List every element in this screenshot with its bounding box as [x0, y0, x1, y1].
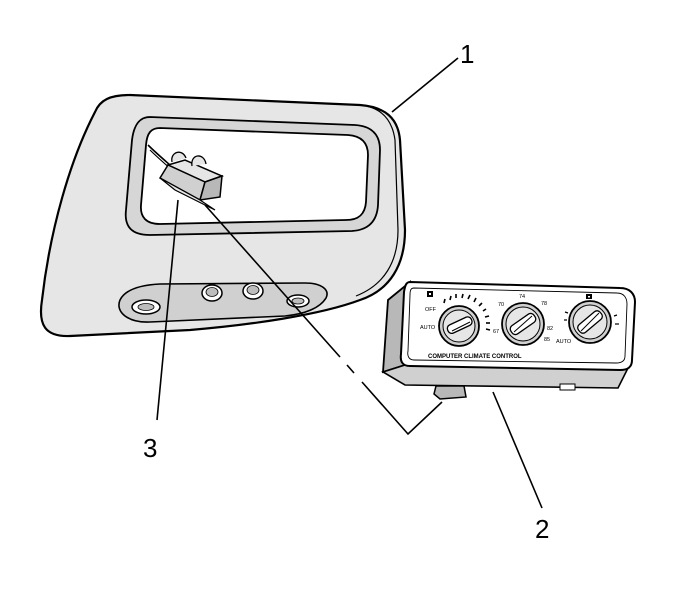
- connector-tab-left: [171, 151, 187, 163]
- housing-button-left-inner: [205, 287, 219, 297]
- housing-left-oval-inner: [137, 303, 155, 311]
- temp-tick-label: 70: [498, 302, 504, 308]
- mode-icon: [427, 291, 433, 297]
- leader-line-2: [492, 391, 543, 509]
- temp-tick-label: 78: [541, 301, 547, 307]
- callout-1: 1: [460, 39, 474, 69]
- leader-lines: [156, 57, 543, 509]
- mode-knob-grip: [446, 316, 473, 335]
- temp-tick-label: 85: [544, 337, 550, 343]
- panel-face-inner: [407, 287, 628, 364]
- panel-mount-notch: [559, 383, 576, 391]
- housing-button-right-inner: [246, 285, 260, 295]
- connector-wire: [147, 144, 171, 166]
- temp-tick-label: 67: [493, 329, 499, 335]
- console-housing: [39, 93, 407, 338]
- temp-tick-label: 74: [519, 294, 525, 300]
- temperature-knob-pointer: [513, 315, 533, 333]
- mode-scale-ticks: [443, 293, 491, 331]
- connector-lip: [159, 177, 216, 211]
- leader-line-1: [391, 57, 459, 113]
- housing-right-edge: [355, 104, 399, 297]
- panel-title: COMPUTER CLIMATE CONTROL: [428, 354, 522, 360]
- fan-knob-pointer: [580, 312, 600, 332]
- fan-icon: [586, 294, 592, 299]
- leader-line-3: [156, 199, 179, 421]
- mode-knob-pointer: [451, 321, 471, 332]
- fan-auto-label: AUTO: [556, 339, 572, 345]
- connector-tab-right: [191, 155, 207, 167]
- housing-right-oval-inner: [291, 297, 305, 305]
- fan-scale-ticks: [564, 311, 619, 325]
- mode-off-label: OFF: [425, 307, 437, 313]
- panel-mount-tab: [433, 385, 467, 400]
- housing-lower-panel: [118, 282, 328, 323]
- connector-side: [198, 174, 223, 201]
- connection-path: [204, 204, 443, 436]
- temp-tick-label: 82: [547, 326, 553, 332]
- mode-auto-label: AUTO: [420, 325, 436, 331]
- callout-3: 3: [143, 433, 157, 463]
- fan-knob[interactable]: [568, 300, 612, 344]
- temperature-scale: 67 70 74 78 82 85: [493, 294, 553, 343]
- temperature-knob[interactable]: [501, 302, 545, 346]
- mode-knob[interactable]: [438, 305, 480, 347]
- climate-control-panel: OFF AUTO 67 70 74 78 82 85: [381, 280, 637, 400]
- electrical-connector: [147, 144, 225, 211]
- panel-bottom-chassis: [381, 364, 630, 389]
- callout-2: 2: [535, 514, 549, 544]
